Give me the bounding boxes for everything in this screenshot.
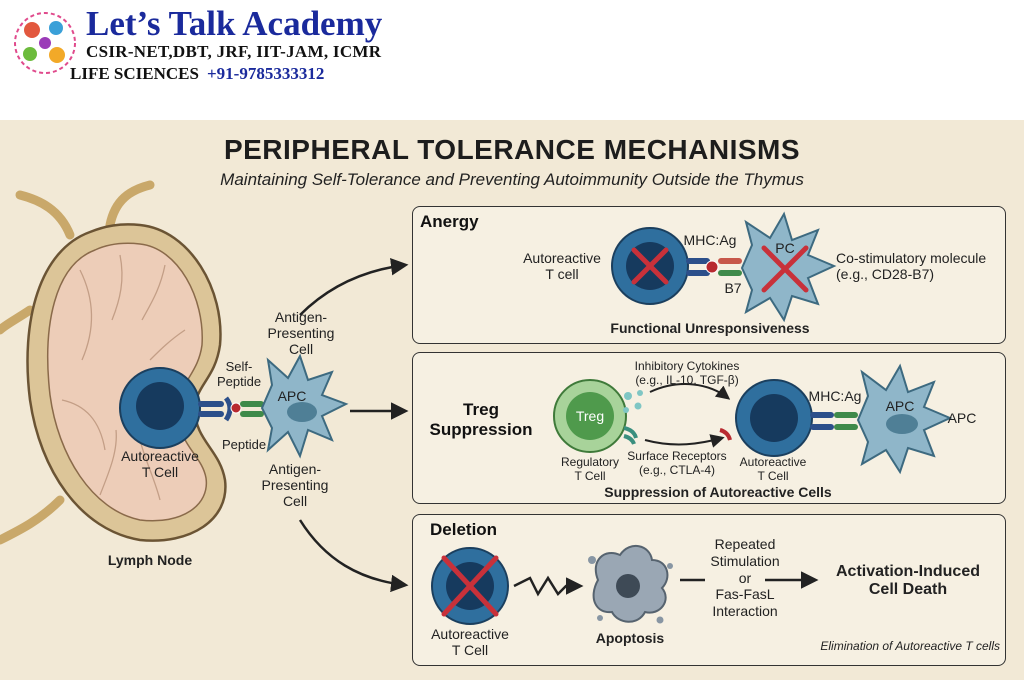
anergy-result: Functional Unresponsiveness bbox=[610, 320, 810, 336]
trigger-label: Repeated Stimulation or Fas-FasL Interac… bbox=[710, 536, 780, 620]
receptor-arrow bbox=[644, 434, 725, 448]
life-sciences-label: LIFE SCIENCES bbox=[70, 64, 199, 83]
treg-target-label: Autoreactive T Cell bbox=[739, 455, 807, 483]
poster-title: PERIPHERAL TOLERANCE MECHANISMS bbox=[223, 134, 801, 165]
anergy-title: Anergy bbox=[420, 212, 479, 231]
apc-bottom-label: Antigen- Presenting Cell bbox=[261, 461, 329, 510]
arrow-to-anergy bbox=[299, 258, 409, 316]
anergy-receptor bbox=[686, 258, 742, 276]
aicd-label: Activation-Induced Cell Death bbox=[835, 563, 980, 599]
treg-cell-nucleus bbox=[566, 392, 614, 440]
zigzag-arrow bbox=[513, 575, 584, 597]
apoptosis-cell bbox=[588, 545, 673, 624]
lymph-node bbox=[26, 223, 227, 542]
brand-name: Let’s Talk Academy bbox=[86, 4, 383, 43]
deletion-tcell-label: Autoreactive T Cell bbox=[431, 626, 509, 659]
treg-mhc-label: MHC:Ag bbox=[808, 388, 862, 404]
anergy-pc-label: PC bbox=[775, 240, 795, 256]
academy-logo-icon bbox=[14, 12, 76, 74]
peptide-label: Peptide bbox=[221, 437, 267, 452]
receptors-label: Surface Receptors (e.g., CTLA-4) bbox=[627, 449, 727, 477]
regulatory-label: Regulatory T Cell bbox=[560, 455, 620, 483]
deletion-cross-icon bbox=[441, 555, 499, 617]
arrow-to-deletion bbox=[298, 519, 409, 593]
poster-subtitle: Maintaining Self-Tolerance and Preventin… bbox=[220, 170, 804, 189]
treg-target-nucleus bbox=[750, 394, 798, 442]
treg-result: Suppression of Autoreactive Cells bbox=[604, 484, 832, 500]
treg-apc-inner-label: APC bbox=[885, 398, 915, 414]
apoptosis-label: Apoptosis bbox=[595, 630, 665, 646]
exam-list: CSIR-NET,DBT, JRF, IIT-JAM, ICMR bbox=[86, 42, 382, 61]
treg-cell-label: Treg bbox=[575, 408, 605, 424]
treg-apc-nucleus bbox=[886, 414, 918, 434]
anergy-tcell-label: Autoreactive T cell bbox=[523, 250, 601, 283]
apc-cross-icon bbox=[761, 245, 809, 293]
costim-label: Co-stimulatory molecule (e.g., CD28-B7) bbox=[836, 250, 987, 283]
cytokine-dots bbox=[623, 390, 643, 413]
anergy-b7-label: B7 bbox=[724, 280, 742, 296]
target-receptor-icon bbox=[719, 428, 732, 441]
treg-apc-outer-label: APC bbox=[947, 410, 977, 426]
self-peptide-label: Self- Peptide bbox=[216, 359, 262, 389]
left-tcell-label: Autoreactive T Cell bbox=[121, 448, 199, 481]
phone-number: +91-9785333312 bbox=[206, 64, 325, 83]
deletion-box bbox=[412, 514, 1006, 666]
left-apc-nucleus bbox=[287, 402, 317, 422]
left-apc-label: APC bbox=[277, 388, 307, 404]
anergy-cross-icon bbox=[631, 247, 669, 285]
treg-receptor-icon bbox=[623, 426, 638, 445]
treg-title: Treg Suppression bbox=[429, 400, 533, 440]
cytokine-arrow bbox=[649, 383, 731, 400]
left-receptor bbox=[198, 396, 264, 422]
deletion-title: Deletion bbox=[430, 520, 498, 539]
left-tcell-nucleus bbox=[136, 382, 184, 430]
site-header: Let’s Talk Academy CSIR-NET,DBT, JRF, II… bbox=[0, 0, 1024, 120]
elimination-note: Elimination of Autoreactive T cells bbox=[820, 639, 1000, 653]
apc-top-label: Antigen- Presenting Cell bbox=[267, 309, 335, 358]
lymph-vessels bbox=[0, 180, 155, 545]
treg-mhc-receptor bbox=[810, 412, 858, 430]
subject-line: LIFE SCIENCES +91-9785333312 bbox=[70, 64, 324, 84]
anergy-mhc-label: MHC:Ag bbox=[683, 232, 737, 248]
cytokines-label: Inhibitory Cytokines (e.g., IL-10, TGF-β… bbox=[634, 359, 740, 387]
lymph-node-label: Lymph Node bbox=[107, 552, 193, 568]
